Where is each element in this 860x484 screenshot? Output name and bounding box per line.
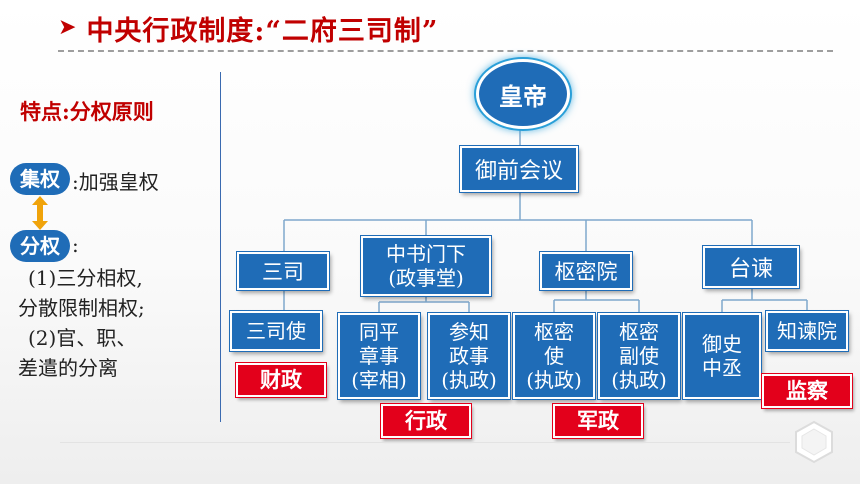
node-canzhi: 参知 政事 (执政) bbox=[428, 313, 510, 399]
fushi-line3: (执政) bbox=[611, 368, 667, 392]
node-emperor: 皇帝 bbox=[476, 59, 570, 129]
zhongshu-line1: 中书门下 bbox=[386, 242, 466, 266]
node-sansi: 三司 bbox=[237, 252, 329, 290]
desc-line-2: 分散限制相权; bbox=[18, 296, 145, 320]
zhongshu-line2: (政事堂) bbox=[388, 266, 464, 290]
node-taijian: 台谏 bbox=[703, 246, 799, 288]
tag-supervision: 监察 bbox=[762, 374, 852, 408]
canzhi-line1: 参知 bbox=[449, 320, 489, 344]
tag-administration: 行政 bbox=[381, 404, 471, 438]
divide-text: : bbox=[72, 233, 79, 257]
desc-line-1: (1)三分相权, bbox=[28, 266, 143, 290]
node-shumishi: 枢密 使 (执政) bbox=[513, 313, 595, 399]
title-divider bbox=[58, 50, 833, 52]
node-sansishi: 三司使 bbox=[230, 311, 322, 351]
tag-finance: 财政 bbox=[236, 363, 326, 397]
tongping-line3: (宰相) bbox=[351, 368, 407, 392]
vertical-divider bbox=[220, 72, 221, 422]
arrow-right-icon: ➤ bbox=[58, 15, 77, 40]
desc-line-3: (2)官、职、 bbox=[28, 326, 137, 350]
hexagon-icon bbox=[795, 420, 833, 464]
canzhi-line2: 政事 bbox=[449, 344, 489, 368]
title-row: ➤ 中央行政制度:“二府三司制” bbox=[58, 8, 438, 48]
shumishi-line3: (执政) bbox=[526, 368, 582, 392]
centralize-text: :加强皇权 bbox=[72, 170, 159, 194]
yushi-line2: 中丞 bbox=[702, 356, 742, 380]
node-shumi-fushi: 枢密 副使 (执政) bbox=[598, 313, 680, 399]
node-zhongshu-menxia: 中书门下 (政事堂) bbox=[361, 236, 491, 296]
fushi-line1: 枢密 bbox=[619, 320, 659, 344]
shumishi-line2: 使 bbox=[544, 344, 564, 368]
fushi-line2: 副使 bbox=[619, 344, 659, 368]
node-imperial-council: 御前会议 bbox=[460, 146, 578, 192]
canzhi-line3: (执政) bbox=[441, 368, 497, 392]
desc-line-4: 差遣的分离 bbox=[18, 356, 118, 380]
tongping-line1: 同平 bbox=[359, 320, 399, 344]
node-shumiyuan: 枢密院 bbox=[540, 252, 632, 290]
zhijian-label: 知谏院 bbox=[777, 319, 837, 343]
node-yushi-zhongcheng: 御史 中丞 bbox=[683, 313, 761, 399]
page-title: 中央行政制度:“二府三司制” bbox=[86, 15, 439, 47]
yushi-line1: 御史 bbox=[702, 332, 742, 356]
sansishi-label: 三司使 bbox=[246, 319, 306, 343]
centralize-pill: 集权 bbox=[10, 163, 70, 195]
tongping-line2: 章事 bbox=[359, 344, 399, 368]
node-zhijianyuan: 知谏院 bbox=[766, 311, 848, 351]
double-arrow-icon bbox=[32, 196, 48, 230]
bottom-divider bbox=[60, 442, 790, 443]
tag-military: 军政 bbox=[553, 404, 643, 438]
divide-pill: 分权 bbox=[10, 230, 70, 262]
node-tongping: 同平 章事 (宰相) bbox=[338, 313, 420, 399]
feature-heading: 特点:分权原则 bbox=[20, 99, 154, 124]
shumishi-line1: 枢密 bbox=[534, 320, 574, 344]
